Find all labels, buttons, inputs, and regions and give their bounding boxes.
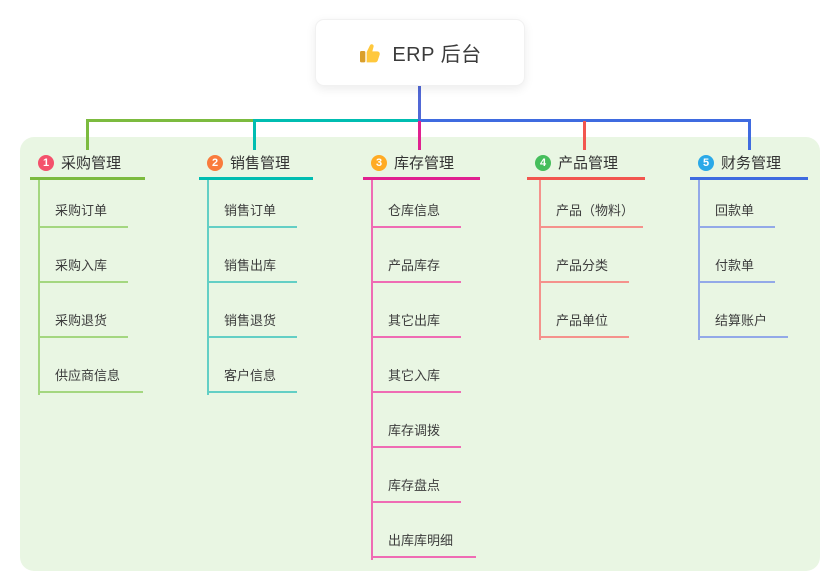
connector-drop-product — [583, 121, 586, 150]
branch-title: 产品管理 — [558, 155, 619, 172]
connector-drop-finance — [748, 119, 751, 150]
branch-index-badge: 2 — [207, 154, 223, 171]
child-node[interactable]: 出库库明细 — [371, 528, 476, 558]
branches-panel — [20, 137, 820, 571]
child-node[interactable]: 付款单 — [698, 253, 775, 283]
child-node[interactable]: 客户信息 — [207, 363, 297, 393]
child-node[interactable]: 产品分类 — [539, 253, 629, 283]
branch-title: 采购管理 — [61, 155, 122, 172]
child-node[interactable]: 产品（物料） — [539, 198, 643, 228]
child-node[interactable]: 销售订单 — [207, 198, 297, 228]
child-node[interactable]: 其它出库 — [371, 308, 461, 338]
child-node[interactable]: 回款单 — [698, 198, 775, 228]
child-node[interactable]: 产品库存 — [371, 253, 461, 283]
connector-bus-sales — [254, 119, 421, 122]
child-node[interactable]: 其它入库 — [371, 363, 461, 393]
child-node[interactable]: 销售退货 — [207, 308, 297, 338]
branch-index-badge: 1 — [38, 154, 54, 171]
root-label: ERP 后台 — [392, 44, 482, 66]
branch-title: 财务管理 — [721, 155, 782, 172]
child-node[interactable]: 供应商信息 — [38, 363, 143, 393]
branch-index-badge: 4 — [535, 154, 551, 171]
connector-drop-sales — [253, 119, 256, 150]
connector-drop-purchase — [86, 119, 89, 150]
connector-root-drop — [418, 86, 421, 119]
child-node[interactable]: 结算账户 — [698, 308, 788, 338]
branch-index-badge: 5 — [698, 154, 714, 171]
branch-header-purchase[interactable]: 1 采购管理 — [30, 148, 145, 180]
child-node[interactable]: 产品单位 — [539, 308, 629, 338]
children-connector-sales — [207, 180, 209, 395]
children-connector-finance — [698, 180, 700, 340]
children-connector-inventory — [371, 180, 373, 560]
branch-title: 销售管理 — [230, 155, 291, 172]
branch-header-inventory[interactable]: 3 库存管理 — [363, 148, 480, 180]
children-connector-purchase — [38, 180, 40, 395]
branch-index-badge: 3 — [371, 154, 387, 171]
child-node[interactable]: 库存调拨 — [371, 418, 461, 448]
branch-header-sales[interactable]: 2 销售管理 — [199, 148, 313, 180]
root-node[interactable]: ERP 后台 — [315, 19, 525, 86]
children-connector-product — [539, 180, 541, 340]
thumbs-up-icon — [358, 41, 382, 65]
connector-bus-finance — [418, 119, 751, 122]
branch-title: 库存管理 — [394, 155, 455, 172]
branch-header-product[interactable]: 4 产品管理 — [527, 148, 645, 180]
child-node[interactable]: 销售出库 — [207, 253, 297, 283]
child-node[interactable]: 仓库信息 — [371, 198, 461, 228]
child-node[interactable]: 库存盘点 — [371, 473, 461, 503]
child-node[interactable]: 采购订单 — [38, 198, 128, 228]
child-node[interactable]: 采购入库 — [38, 253, 128, 283]
connector-drop-inventory — [418, 121, 421, 150]
child-node[interactable]: 采购退货 — [38, 308, 128, 338]
branch-header-finance[interactable]: 5 财务管理 — [690, 148, 808, 180]
